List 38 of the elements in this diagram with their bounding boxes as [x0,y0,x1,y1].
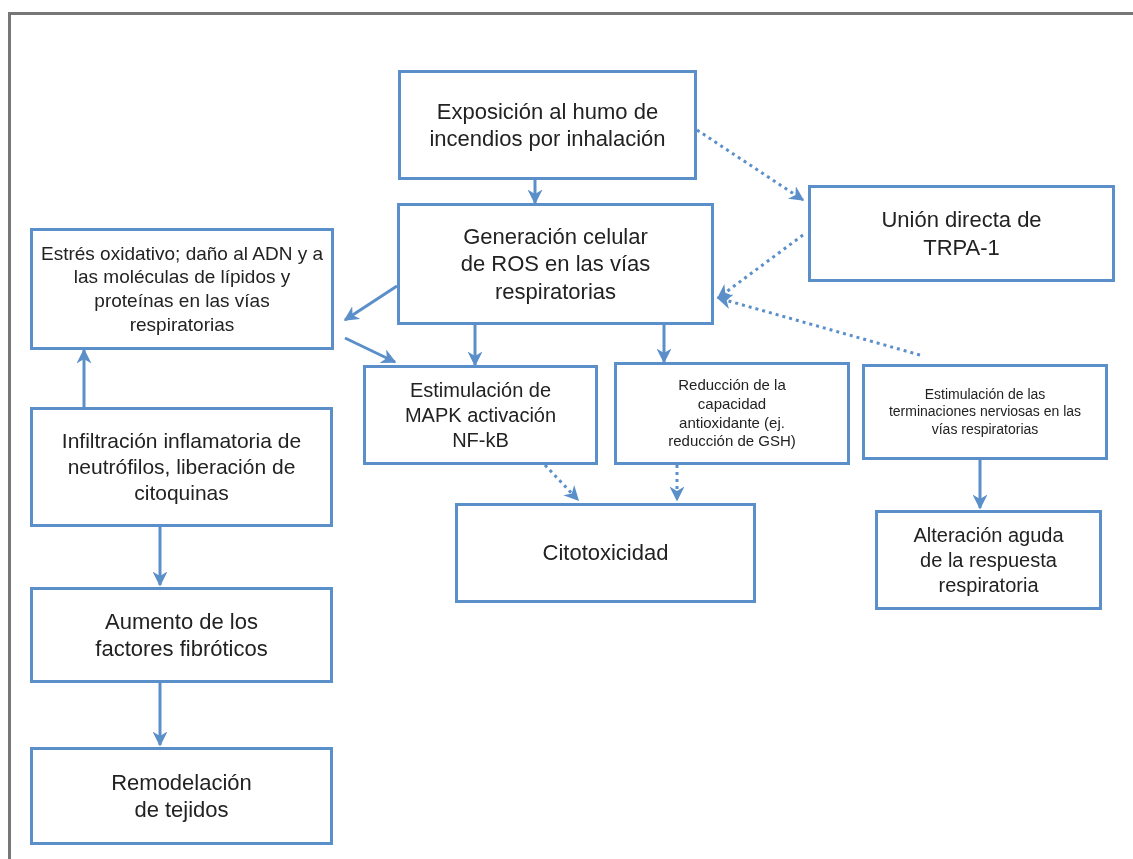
arrow [716,233,804,300]
arrow [656,325,672,364]
process-box [30,228,334,350]
process-box [30,747,333,845]
process-box [808,185,1115,282]
arrow [972,460,988,510]
arrow [152,683,168,747]
process-box [455,503,756,603]
arrow [543,463,580,502]
box-text: Estrés oxidativo; daño al ADN y a las moléculas de lípidos y proteínas en las vías respiratorias [41,241,323,337]
box-text: Estimulación de MAPK activación NF-kB [403,377,558,453]
process-box [363,365,598,465]
arrow [344,336,397,364]
process-box [30,407,333,527]
arrow [669,465,685,502]
box-text: Exposición al humo de incendios por inhalación [428,97,667,153]
box-text: Remodelación de tejidos [111,768,252,824]
process-box [862,364,1108,460]
box-text: Reducción de la capacidad antioxidante (ej. reducción de GSH) [667,376,797,451]
process-box [614,362,850,465]
box-text: Generación celular de ROS en las vías respiratorias [459,222,652,306]
process-box [875,510,1102,610]
box-text: Aumento de los factores fibróticos [94,607,269,663]
process-box [397,203,714,325]
arrow [467,325,483,367]
arrow [696,128,805,202]
box-text: Citotoxicidad [542,539,669,567]
arrow [343,284,398,322]
box-text: Alteración aguda de la respuesta respiratoria [912,522,1065,598]
process-box [30,587,333,683]
process-box [398,70,697,180]
arrow [76,348,92,407]
box-text: Estimulación de las terminaciones nerviosas en las vías respiratorias [887,385,1083,439]
arrow [527,180,543,205]
arrow [152,527,168,587]
arrow [716,294,921,357]
box-text: Infiltración inflamatoria de neutrófilos, liberación de citoquinas [60,427,303,507]
box-text: Unión directa de TRPA-1 [880,206,1043,261]
